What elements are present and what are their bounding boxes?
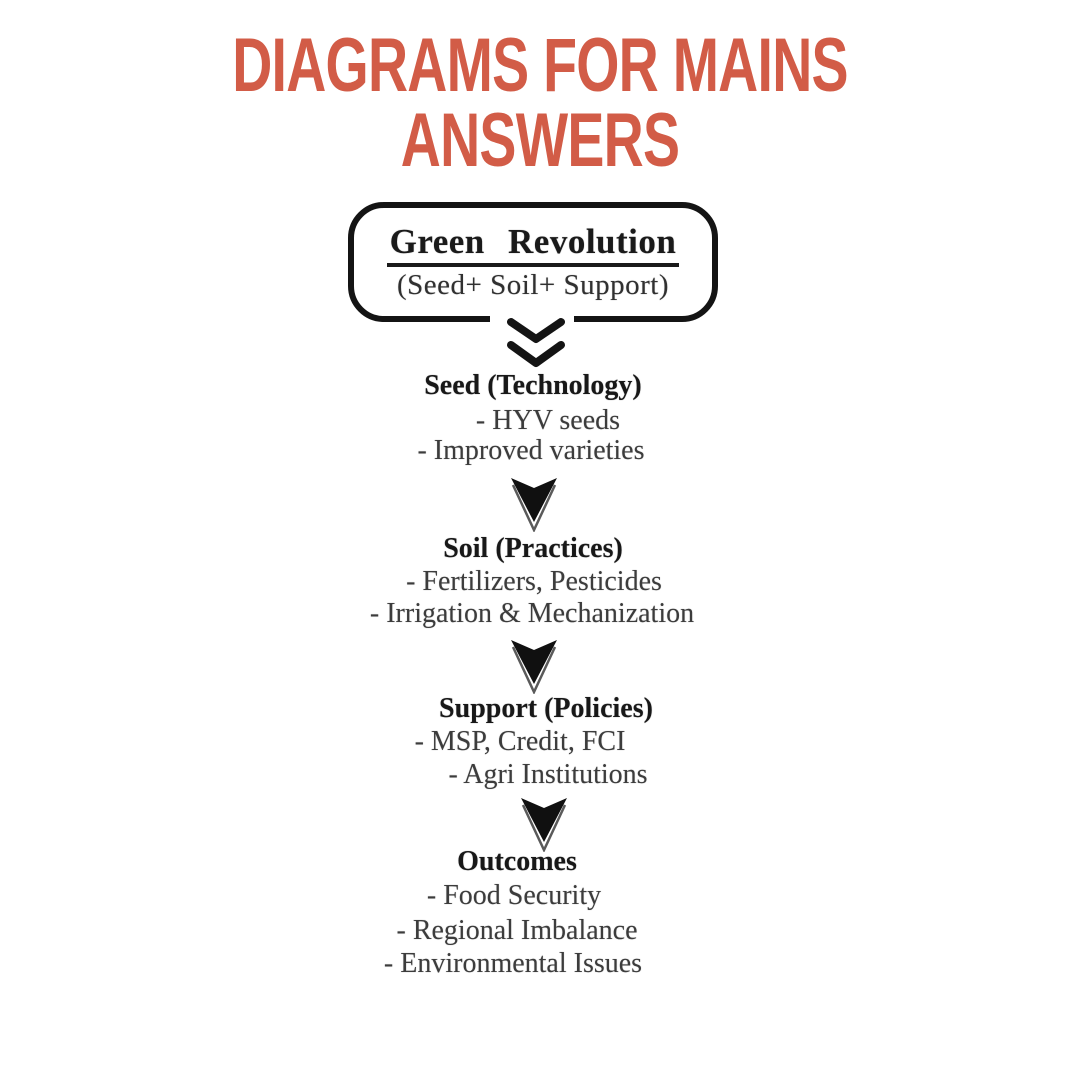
page-title-line-2: ANSWERS <box>400 98 680 183</box>
list-item: - Irrigation & Mechanization <box>369 598 695 629</box>
section-heading-soil: Soil (Practices) <box>443 533 623 564</box>
double-chevron-down-icon <box>507 318 565 367</box>
list-item: - Environmental Issues <box>383 948 643 979</box>
box-heading: Green Revolution <box>386 222 680 268</box>
filled-arrow-down-icon <box>511 640 557 694</box>
list-item: - Regional Imbalance <box>396 915 638 946</box>
page-title: DIAGRAMS FOR MAINS ANSWERS <box>0 23 1080 183</box>
section-heading-seed: Seed (Technology) <box>424 370 642 401</box>
filled-arrow-down-icon <box>511 478 557 532</box>
section-heading-outcomes: Outcomes <box>457 846 577 877</box>
list-item: - MSP, Credit, FCI <box>414 726 626 757</box>
page-title-line-1: DIAGRAMS FOR MAINS <box>232 23 848 108</box>
green-revolution-box: Green Revolution (Seed+ Soil+ Support) <box>348 202 718 324</box>
filled-arrow-down-icon <box>521 798 567 852</box>
section-heading-support: Support (Policies) <box>439 693 653 724</box>
list-item: - Food Security <box>426 880 602 911</box>
list-item: - Fertilizers, Pesticides <box>406 566 662 597</box>
list-item: - Improved varieties <box>417 435 645 466</box>
list-item: - Agri Institutions <box>448 759 648 790</box>
box-subheading: (Seed+ Soil+ Support) <box>397 269 669 302</box>
list-item: - HYV seeds <box>475 405 621 436</box>
